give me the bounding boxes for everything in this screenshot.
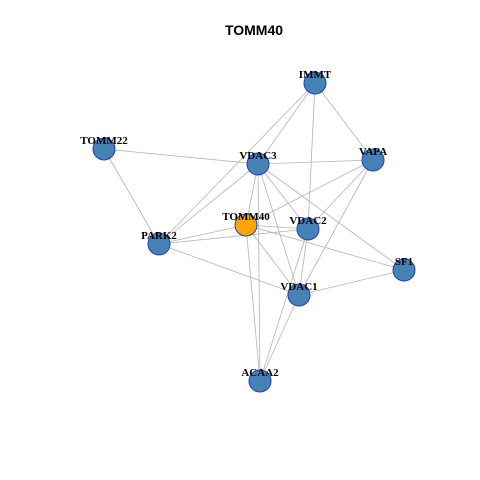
edge-vdac3-park2 (158, 163, 259, 245)
edge-tomm40-sf1 (245, 224, 405, 271)
node-label-park2: PARK2 (141, 230, 177, 242)
edge-tomm22-vdac3 (103, 148, 259, 165)
edge-tomm40-vdac1 (245, 224, 300, 296)
edge-immt-park2 (158, 82, 316, 245)
node-tomm40 (234, 213, 258, 237)
edge-park2-vdac1 (158, 243, 300, 296)
graph-title: TOMM40 (225, 22, 283, 38)
edge-tomm40-park2 (158, 224, 247, 245)
edge-vdac3-vdac2 (257, 163, 309, 230)
edge-vapa-tomm40 (245, 159, 374, 226)
node-label-vapa: VAPA (359, 146, 387, 158)
edge-immt-vdac2 (307, 82, 316, 230)
node-label-tomm22: TOMM22 (80, 135, 128, 147)
edge-vdac1-sf1 (298, 269, 405, 296)
node-label-vdac2: VDAC2 (289, 215, 327, 227)
edge-vdac1-acaa2 (259, 294, 300, 382)
edge-vapa-vdac2 (307, 159, 374, 230)
edge-immt-vapa (314, 82, 374, 161)
node-label-immt: IMMT (299, 69, 332, 81)
edge-vdac2-park2 (158, 228, 309, 245)
node-label-acaa2: ACAA2 (241, 367, 279, 379)
node-label-vdac3: VDAC3 (239, 150, 277, 162)
node-park2 (147, 232, 171, 256)
edge-vdac3-acaa2 (257, 163, 261, 382)
edge-vdac3-vapa (257, 159, 374, 165)
node-tomm22 (92, 137, 116, 161)
node-vdac1 (287, 283, 311, 307)
edge-tomm40-acaa2 (245, 224, 261, 382)
node-label-vdac1: VDAC1 (280, 281, 317, 293)
node-vdac2 (296, 217, 320, 241)
edge-vapa-vdac1 (298, 159, 374, 296)
edge-immt-vdac3 (257, 82, 316, 165)
node-label-sf1: SF1 (395, 256, 413, 268)
edge-tomm22-park2 (103, 148, 160, 245)
node-vdac3 (246, 152, 270, 176)
node-immt (303, 71, 327, 95)
node-vapa (361, 148, 385, 172)
node-sf1 (392, 258, 416, 282)
nodes-layer (92, 71, 416, 393)
edge-vdac2-acaa2 (259, 228, 309, 382)
edge-vdac3-vdac1 (257, 163, 300, 296)
node-acaa2 (248, 369, 272, 393)
node-label-tomm40: TOMM40 (222, 211, 270, 223)
edge-vdac3-sf1 (257, 163, 405, 271)
